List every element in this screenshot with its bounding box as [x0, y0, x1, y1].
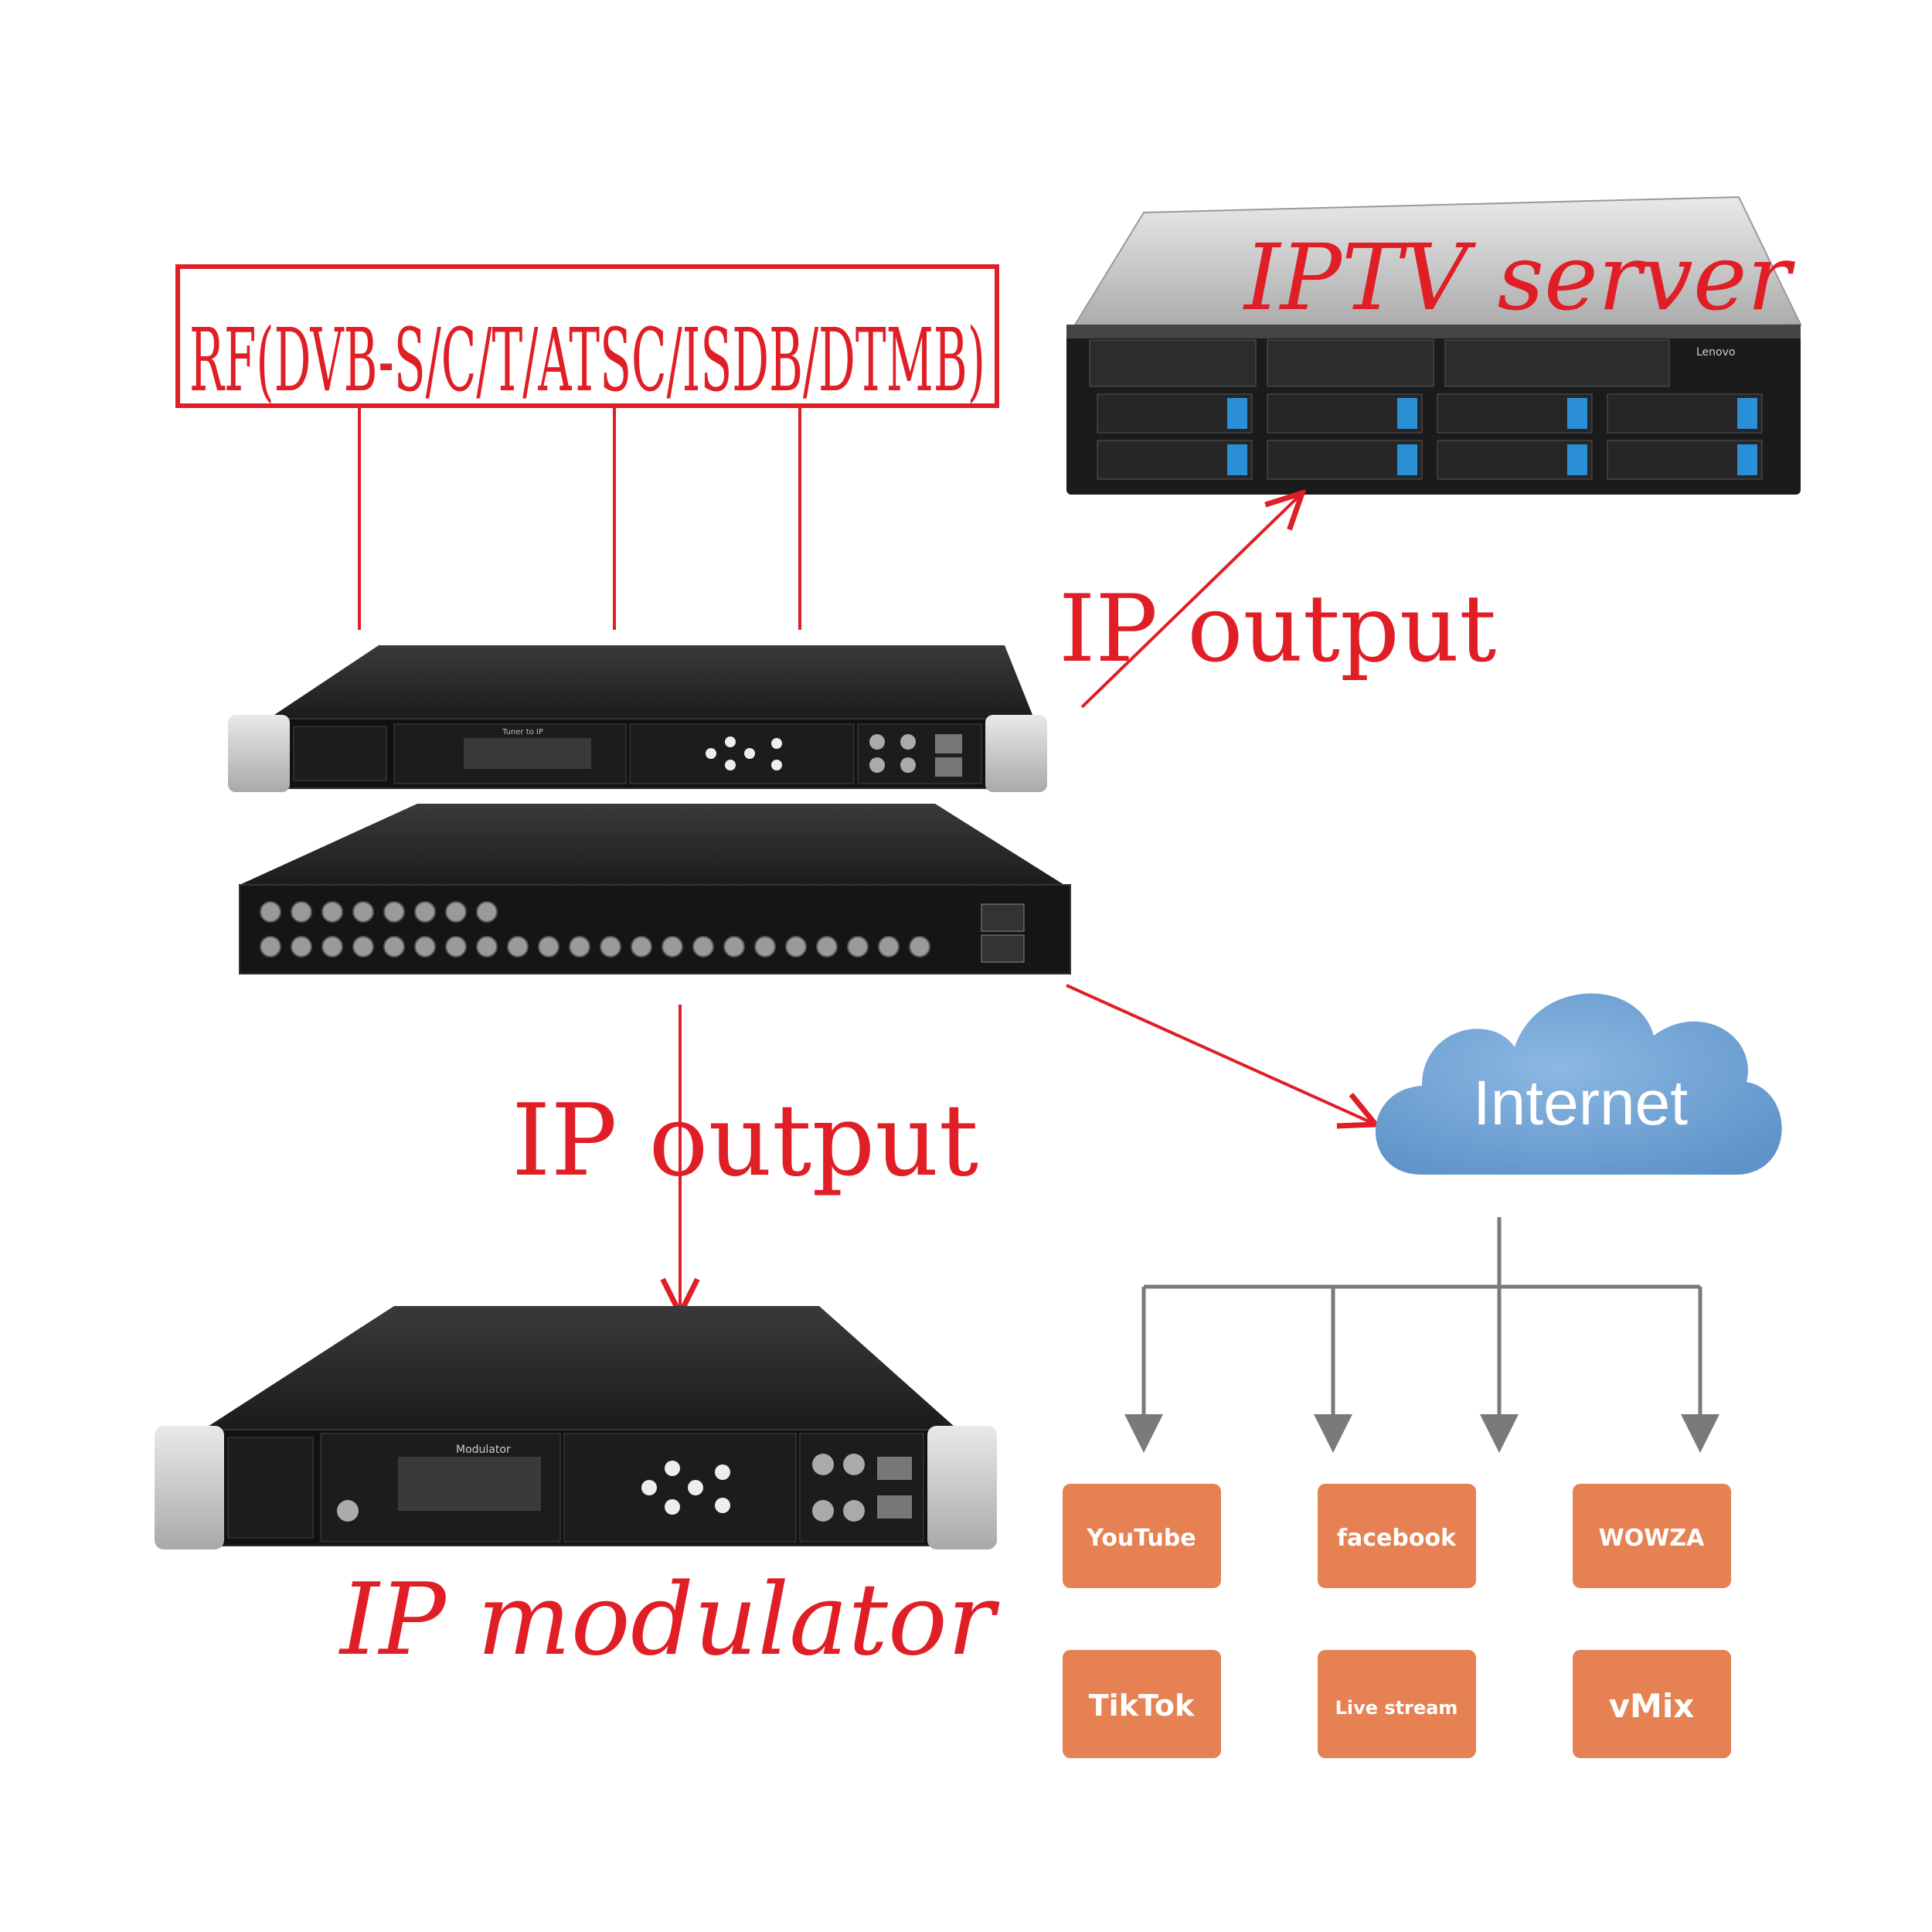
service-tiles: YouTube facebook WOWZA TikTok Live strea… — [1063, 1484, 1731, 1758]
iptv-server-label: IPTV server — [1243, 224, 1796, 331]
rear-connectors — [260, 901, 930, 957]
internet-cloud: Internet — [1376, 993, 1782, 1175]
service-tile-wowza: WOWZA — [1573, 1484, 1731, 1588]
rf-input-label: RF(DVB-S/C/T/ATSC/ISDB/DTMB) — [175, 264, 999, 411]
service-tile-tiktok: TikTok — [1063, 1650, 1221, 1758]
tuner-to-ip-device: Tuner to IP — [228, 645, 1047, 792]
rear-panel-device — [239, 804, 1071, 975]
svg-text:Lenovo: Lenovo — [1696, 346, 1735, 359]
service-label: YouTube — [1086, 1525, 1196, 1552]
rf-label-text: RF(DVB-S/C/T/ATSC/ISDB/DTMB) — [189, 311, 985, 411]
service-tile-live-stream: Live stream — [1318, 1650, 1476, 1758]
rf-feed-lines — [358, 406, 801, 630]
rf-label-border — [175, 264, 999, 408]
service-tile-vmix: vMix — [1573, 1650, 1731, 1758]
service-label: facebook — [1337, 1525, 1457, 1552]
service-tile-youtube: YouTube — [1063, 1484, 1221, 1588]
service-label: vMix — [1609, 1687, 1695, 1725]
distribution-tree — [1124, 1217, 1719, 1453]
arrow-to-iptv-server — [1080, 493, 1302, 709]
service-tile-facebook: facebook — [1318, 1484, 1476, 1588]
service-label: TikTok — [1089, 1689, 1195, 1723]
tuner-screen-label: Tuner to IP — [502, 728, 543, 736]
iptv-server-device: Lenovo IPTV server — [1066, 196, 1802, 495]
server-drive-bays — [1097, 393, 1763, 480]
service-label: WOWZA — [1599, 1525, 1705, 1552]
ip-output-top-label: IP output — [1059, 576, 1496, 683]
modulator-screen-label: Modulator — [456, 1444, 511, 1456]
cloud-shape — [1376, 993, 1782, 1175]
ip-modulator-label: IP modulator — [338, 1563, 1000, 1678]
ip-output-mid-label: IP output — [512, 1083, 978, 1199]
arrow-to-internet — [1066, 984, 1376, 1124]
internet-label: Internet — [1473, 1068, 1688, 1138]
service-label: Live stream — [1335, 1697, 1458, 1719]
ip-modulator-device: Modulator — [155, 1306, 997, 1549]
